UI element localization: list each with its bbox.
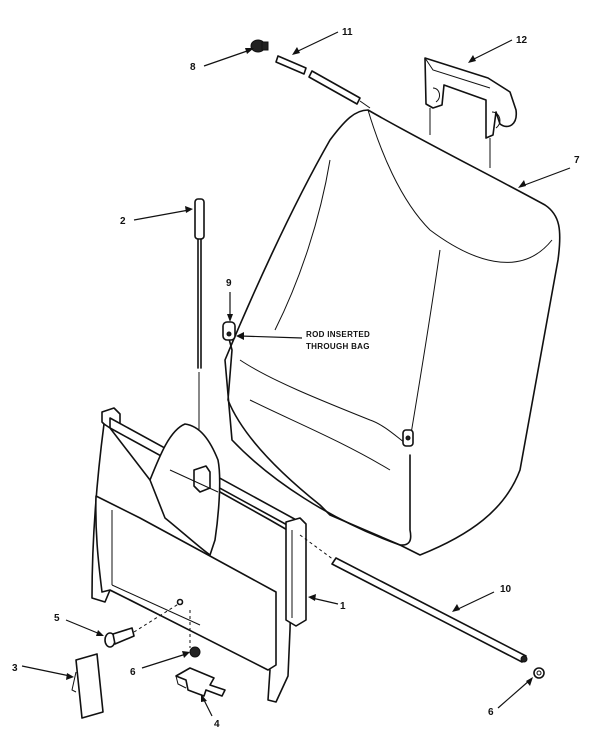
callout-10: 10 <box>500 584 512 595</box>
callout-6-left: 6 <box>130 667 136 678</box>
callout-12: 12 <box>516 35 528 46</box>
knob-8 <box>250 39 269 53</box>
note-line-1: ROD INSERTED <box>306 330 370 339</box>
callout-7: 7 <box>574 155 580 166</box>
callout-3: 3 <box>12 663 18 674</box>
chute-frame <box>91 407 307 703</box>
bag-hanger-bracket <box>424 57 518 168</box>
grass-bag <box>224 109 561 556</box>
callout-8: 8 <box>190 62 196 73</box>
callout-4: 4 <box>214 719 220 730</box>
leader-lines <box>21 31 571 717</box>
callout-2: 2 <box>120 216 126 227</box>
decal-3 <box>71 653 104 719</box>
callout-9: 9 <box>226 278 232 289</box>
latch-4 <box>175 667 226 697</box>
nut-6-right <box>533 667 545 679</box>
callout-5: 5 <box>54 613 60 624</box>
callout-labels: 11 12 8 7 2 9 1 10 5 6 3 4 6 <box>12 27 580 730</box>
rod-clip-left <box>222 321 236 341</box>
callout-1: 1 <box>340 601 346 612</box>
bolt-5 <box>104 598 184 648</box>
vertical-rod <box>194 198 205 470</box>
callout-11: 11 <box>342 27 353 38</box>
rod-clip-right <box>402 429 414 447</box>
lower-rod <box>299 534 528 663</box>
note-line-2: THROUGH BAG <box>306 342 370 351</box>
rod-note: ROD INSERTED THROUGH BAG <box>306 330 370 351</box>
callout-6-right: 6 <box>488 707 494 718</box>
upper-rod <box>275 55 371 109</box>
